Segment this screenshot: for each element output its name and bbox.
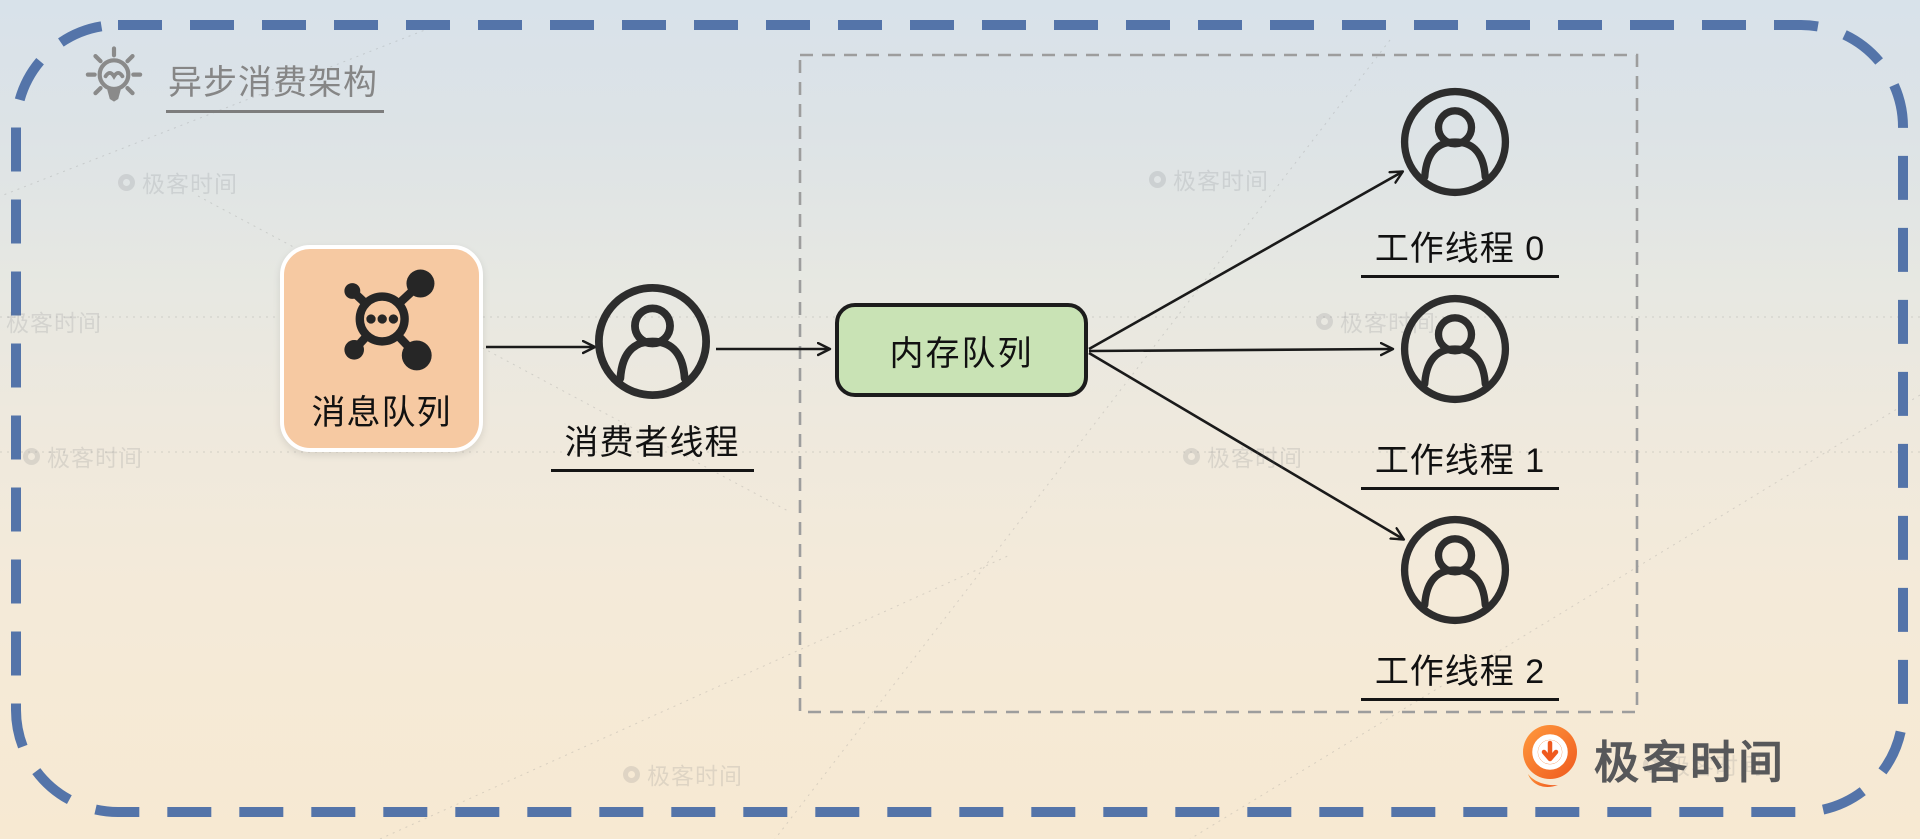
worker0-person-icon (1400, 87, 1510, 197)
consumer-label: 消费者线程 (502, 415, 802, 472)
geektime-logo-icon (1523, 725, 1577, 787)
diagram-header: 异步消费架构 (82, 44, 384, 113)
watermark-logo-icon (23, 447, 40, 465)
memory-queue-label: 内存队列 (889, 334, 1034, 373)
worker1-person-icon (1400, 294, 1510, 404)
brand-logo-text: 极客时间 (1594, 736, 1787, 788)
memory-queue-node: 内存队列 (835, 303, 1088, 397)
watermark: 极客时间 (23, 439, 143, 473)
watermark-logo-icon (623, 765, 640, 783)
watermark: 极客时间 (1183, 439, 1303, 473)
watermark-logo-icon (1316, 312, 1333, 330)
bulb-icon (85, 46, 143, 102)
message-queue-label: 消息队列 (311, 394, 452, 432)
watermark-logo-icon (1183, 447, 1200, 465)
watermark: 极客时间 (6, 310, 102, 336)
watermark-logo-icon (118, 173, 135, 191)
watermark-logo-icon (1149, 170, 1166, 188)
brand-logo: 极客时间 (1520, 724, 1786, 792)
consumer-person-icon (594, 283, 711, 400)
message-queue-node: 消息队列 (280, 245, 483, 452)
watermark: 极客时间 (623, 757, 743, 791)
arrow-mem-to-worker1 (1088, 349, 1392, 351)
watermark: 极客时间 (1149, 162, 1269, 196)
worker2-person-icon (1400, 515, 1510, 625)
worker0-label: 工作线程 0 (1300, 221, 1620, 278)
worker2-label: 工作线程 2 (1300, 644, 1620, 701)
page-title: 异步消费架构 (166, 55, 384, 113)
watermark: 极客时间 (118, 165, 238, 199)
worker1-label: 工作线程 1 (1300, 433, 1620, 490)
network-molecule-icon (344, 269, 435, 371)
